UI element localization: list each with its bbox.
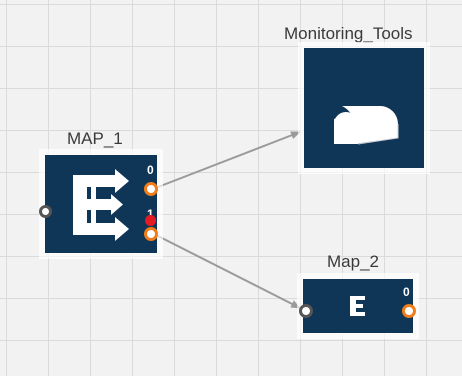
edge-map1-to-map2[interactable] <box>157 235 301 309</box>
map1-output-port-1[interactable] <box>144 227 158 241</box>
map-icon <box>350 296 365 316</box>
map1-port0-number: 0 <box>147 163 154 177</box>
map1-label: MAP_1 <box>67 129 123 148</box>
map1-node[interactable]: 0 1 <box>45 155 157 253</box>
map2-label: Map_2 <box>327 252 379 271</box>
map1-port1-number: 1 <box>147 207 154 221</box>
map2-port0-number: 0 <box>403 285 410 299</box>
map2-node[interactable]: 0 <box>303 279 413 333</box>
map1-output-port-0[interactable] <box>144 182 158 196</box>
monitoring-tools-node[interactable] <box>304 48 424 168</box>
map-icon <box>73 169 129 241</box>
mailbox-icon <box>334 106 399 145</box>
map2-input-port[interactable] <box>299 304 313 318</box>
map1-input-port[interactable] <box>39 205 52 218</box>
monitoring-tools-label: Monitoring_Tools <box>284 24 413 43</box>
map1-port1-active-marker <box>145 215 156 226</box>
edge-map1-to-monitoring-tools[interactable] <box>157 131 301 188</box>
map2-output-port-0[interactable] <box>402 304 416 318</box>
